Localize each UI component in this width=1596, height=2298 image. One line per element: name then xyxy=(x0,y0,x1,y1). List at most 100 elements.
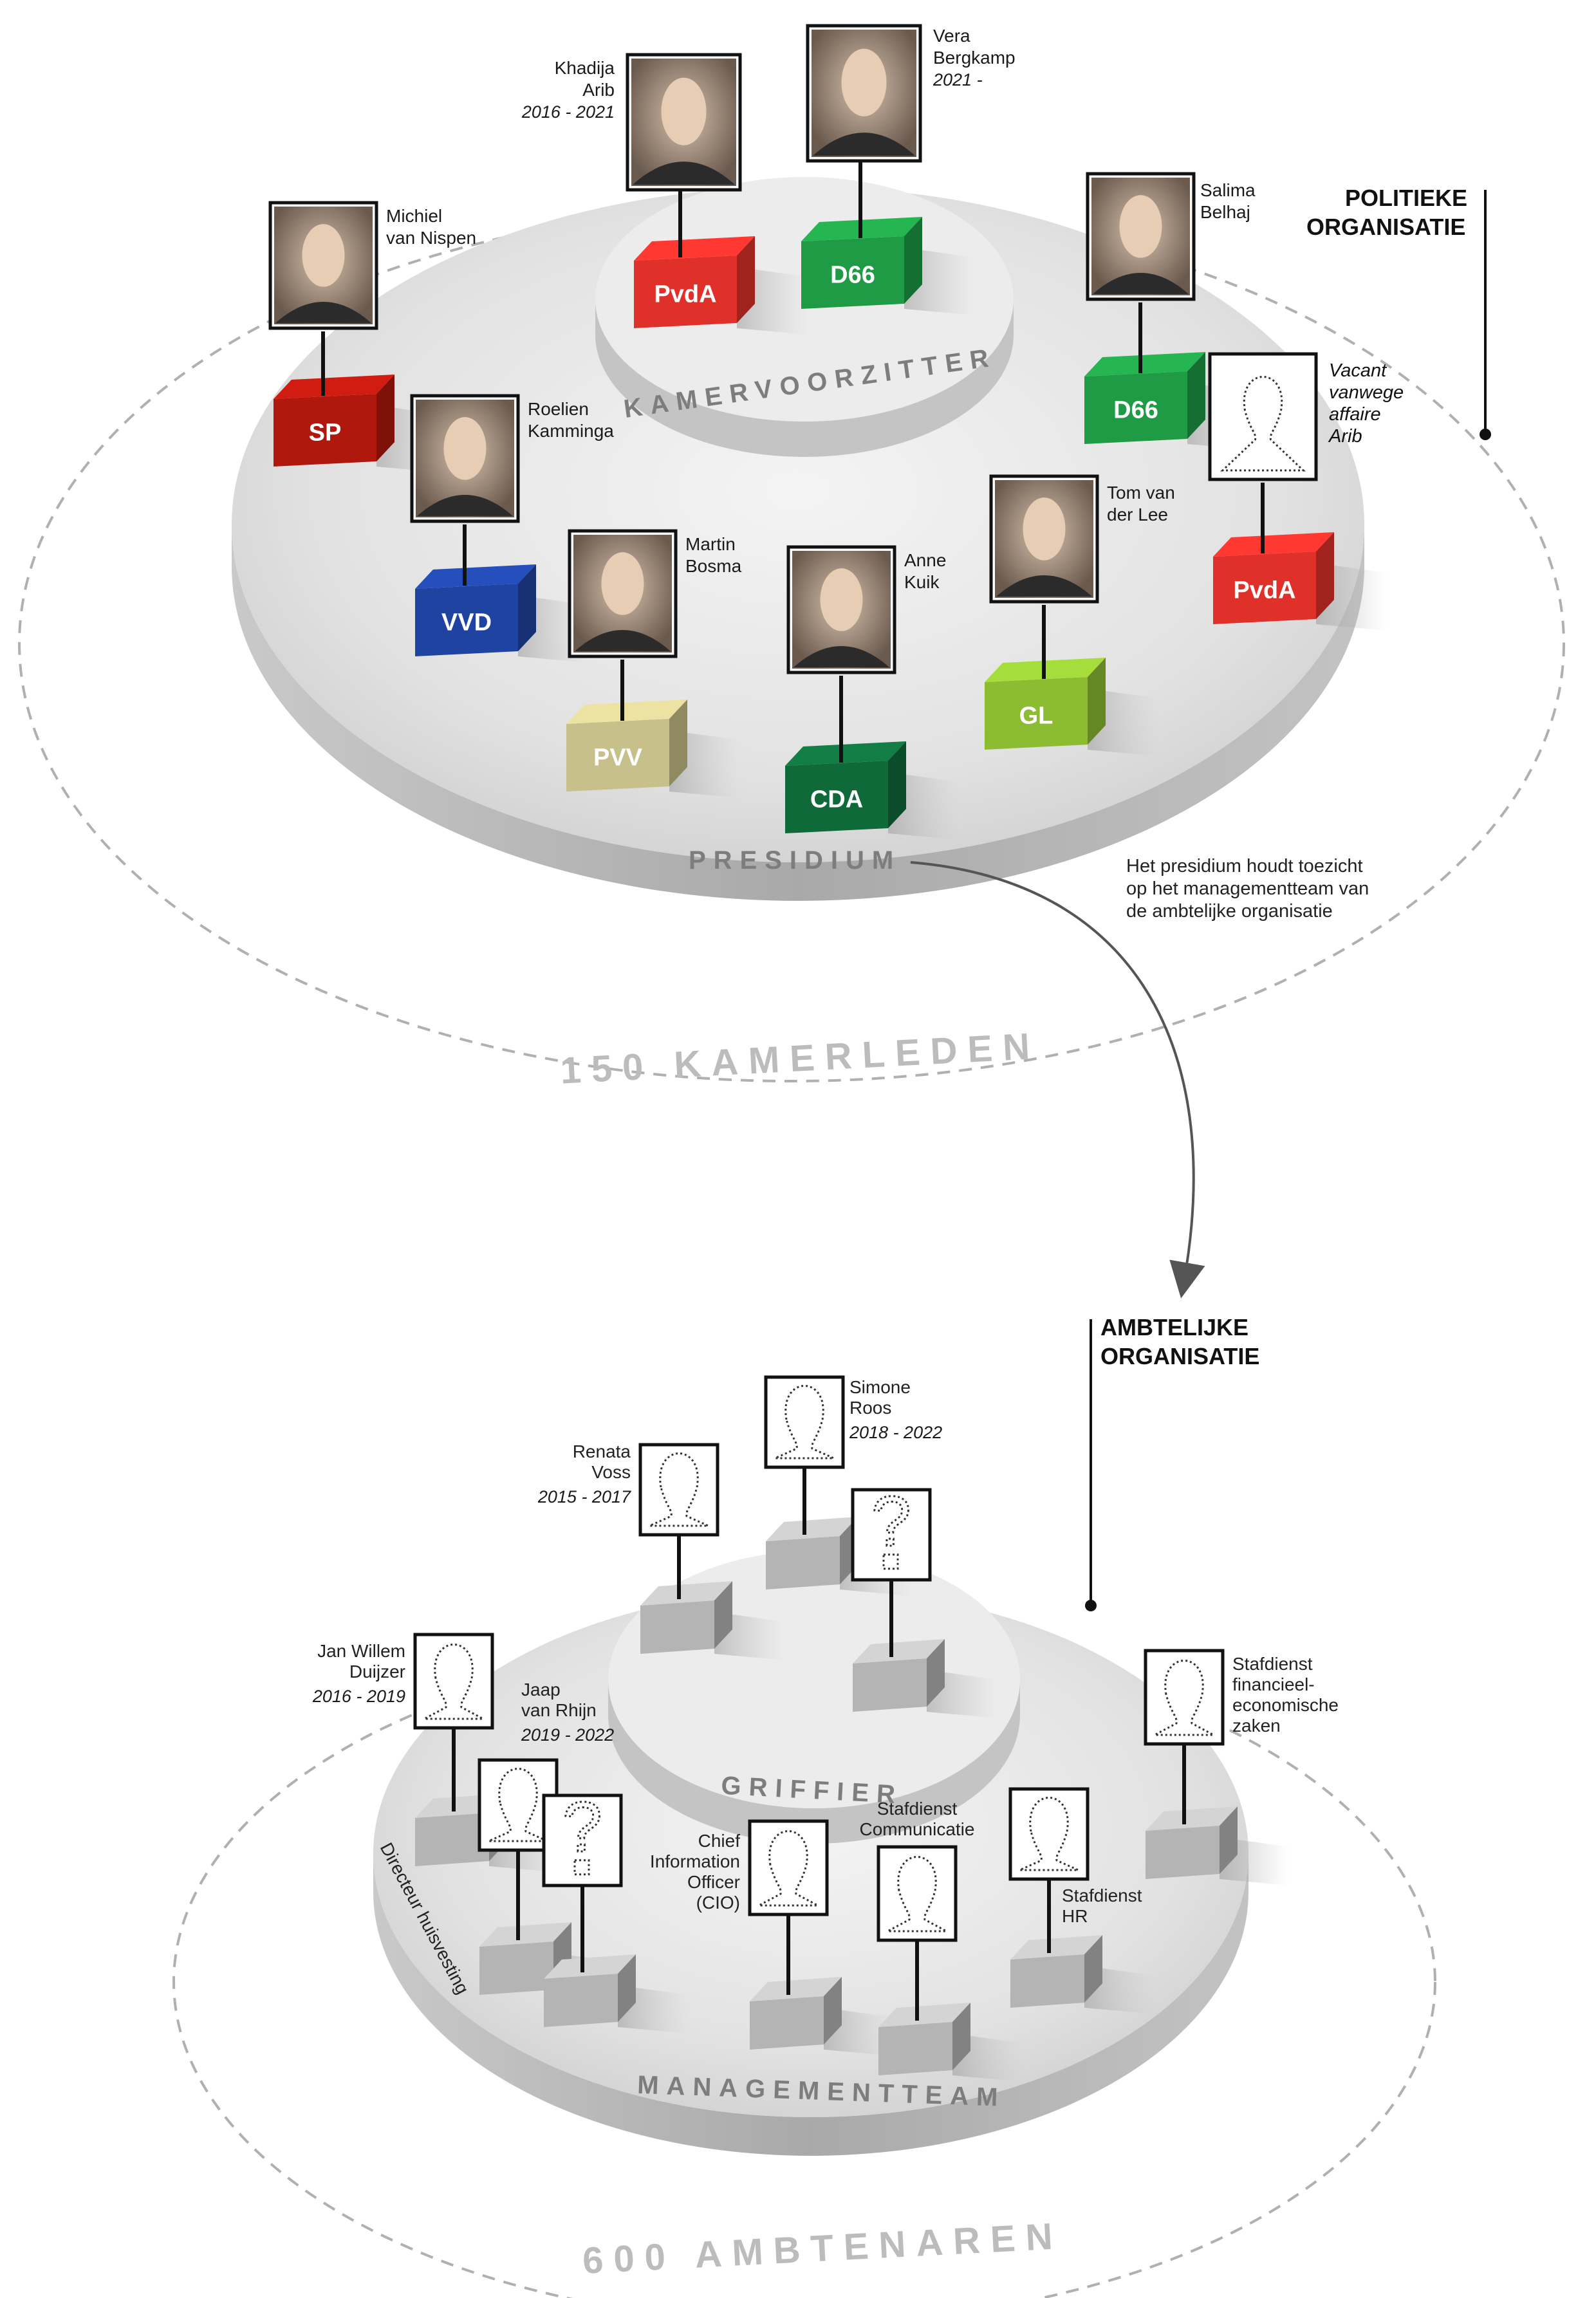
presidium-member-2-party-block-front xyxy=(415,584,518,656)
housing-director-3: ? xyxy=(542,1786,689,2034)
role-communicatie-name-line1: Stafdienst xyxy=(877,1799,958,1819)
presidium-member-2-party-block-label: VVD xyxy=(441,609,492,636)
politieke-bracket-dot xyxy=(1480,429,1491,440)
presidium-member-6-party-block-front xyxy=(1084,371,1187,444)
speaker-1-party-block-top xyxy=(634,236,755,261)
speaker-1-name-line2: Arib xyxy=(582,80,615,100)
role-communicatie-portrait-frame xyxy=(877,1845,958,1942)
griffier-2-portrait-frame xyxy=(764,1375,845,1469)
presidium-member-7-party-block-front xyxy=(1213,551,1316,624)
role-financieel-portrait-frame xyxy=(1144,1649,1225,1746)
presidium-member-3-portrait-face xyxy=(601,552,644,615)
role-hr-pedestal-top xyxy=(1010,1935,1102,1960)
speaker-2-party-block-side xyxy=(904,217,922,304)
presidium-member-7-party-block-side xyxy=(1316,532,1334,619)
housing-director-3-pedestal-top xyxy=(544,1954,636,1979)
presidium-member-3-party-block-front xyxy=(566,719,669,792)
role-cio-pedestal xyxy=(750,1977,895,2056)
presidium-member-7-portrait-frame xyxy=(1208,352,1318,481)
presidium-member-2-party-block-side xyxy=(518,564,536,651)
presidium-member-4-party-block-front xyxy=(785,761,888,833)
role-communicatie-pedestal xyxy=(878,2003,1023,2082)
role-cio-pedestal-side xyxy=(824,1977,842,2044)
role-hr-name-line2: HR xyxy=(1062,1906,1088,1926)
griffier-1-portrait xyxy=(638,1443,719,1537)
role-financieel-name-line1: Stafdienst xyxy=(1232,1654,1313,1674)
speaker-1-portrait-face xyxy=(661,77,707,145)
griffier-1-pedestal-front xyxy=(640,1600,714,1654)
politieke-title-line1: POLITIEKE xyxy=(1345,185,1467,211)
kamerleden-dashed-ring xyxy=(18,205,1565,1082)
role-financieel-pedestal-side xyxy=(1220,1806,1238,1874)
presidium-member-7-name-line4: Arib xyxy=(1328,426,1362,447)
speaker-1-party-block-front xyxy=(634,255,737,328)
griffier-2-years: 2018 - 2022 xyxy=(849,1423,942,1442)
presidium-member-7-portrait xyxy=(1208,352,1318,481)
role-cio-portrait-frame xyxy=(748,1819,829,1916)
housing-director-3-portrait-question-icon: ? xyxy=(562,1788,602,1867)
speaker-2-portrait-body xyxy=(813,133,915,156)
presidium-member-4-party-block-label: CDA xyxy=(810,786,863,813)
presidium-member-6-party-block-label: D66 xyxy=(1113,397,1158,424)
griffier-1-portrait-frame xyxy=(638,1443,719,1537)
presidium-member-4-party-block-side xyxy=(888,741,906,828)
role-communicatie-pedestal-top xyxy=(878,2003,970,2027)
supervision-note: Het presidium houdt toezicht op het mana… xyxy=(1126,856,1369,922)
housing-director-3-pedestal-side xyxy=(618,1954,636,2022)
supervision-arrow xyxy=(910,861,1205,1299)
housing-director-1-pedestal-front xyxy=(415,1813,489,1866)
ambtenaren-dashed-ring xyxy=(172,1640,1436,2298)
griffier-3-pedestal-front xyxy=(853,1658,927,1712)
presidium-member-6-portrait xyxy=(1086,172,1196,301)
presidium-member-5-party-block: GL xyxy=(985,658,1158,756)
presidium-member-7-name-line1: Vacant xyxy=(1329,360,1387,381)
presidium-member-5-party-block-label: GL xyxy=(1019,703,1053,730)
role-financieel-portrait-silhouette-icon xyxy=(1154,1660,1214,1736)
housing-director-2-pedestal-front xyxy=(479,1941,553,1995)
speaker-2-portrait-face xyxy=(841,48,887,116)
speaker-2-party-block-front xyxy=(801,236,904,309)
griffier-1-name-line1: Renata xyxy=(573,1441,631,1461)
griffier-3-portrait-question-icon: ? xyxy=(871,1482,911,1561)
housing-director-2-portrait-silhouette-icon xyxy=(488,1768,548,1842)
presidium-member-2-name-line2: Kamminga xyxy=(528,421,614,441)
presidium-member-2-portrait-face xyxy=(443,417,487,480)
kamerleden-count: 150 KAMERLEDEN xyxy=(559,1025,1041,1092)
civil-organisation: GRIFFIER MANAGEMENTTEAM 600 AMBTENAREN D… xyxy=(172,1314,1436,2298)
speaker-2-name-line2: Bergkamp xyxy=(933,48,1016,68)
presidium-member-3-party-block-label: PVV xyxy=(593,745,643,772)
role-financieel-name-line4: zaken xyxy=(1232,1716,1281,1736)
griffier-2-name-line1: Simone xyxy=(849,1377,911,1397)
speaker-2-party-block-label: D66 xyxy=(830,262,875,289)
presidium-member-1-party-block-top xyxy=(274,375,394,399)
role-hr-pedestal-front xyxy=(1010,1954,1084,2008)
griffier-3-portrait-question-dot xyxy=(882,1553,899,1570)
political-organisation: KAMERVOORZITTER PRESIDIUM 150 KAMERLEDEN… xyxy=(18,24,1565,1299)
speaker-1-party-block-side xyxy=(737,236,755,323)
housing-director-3-portrait-question-dot xyxy=(573,1859,590,1876)
presidium-member-7-party-block-top xyxy=(1213,532,1334,557)
presidium-member-1-portrait-body xyxy=(275,301,371,323)
speaker-2-name-line1: Vera xyxy=(933,26,970,46)
presidium-member-4-name-line2: Kuik xyxy=(904,572,940,592)
griffier-2-name-line2: Roos xyxy=(849,1398,891,1418)
presidium-member-5-portrait xyxy=(989,474,1099,604)
griffier-1-pedestal-top xyxy=(640,1581,732,1606)
role-hr-portrait-silhouette-icon xyxy=(1019,1797,1079,1871)
presidium-member-6-portrait-body xyxy=(1093,272,1189,294)
presidium-member-1-portrait-face xyxy=(302,224,345,287)
speaker-1-years: 2016 - 2021 xyxy=(521,102,615,122)
presidium-member-5-portrait-body xyxy=(996,575,1092,597)
housing-director-1-portrait-frame xyxy=(413,1633,494,1730)
housing-director-1-portrait xyxy=(413,1633,494,1730)
